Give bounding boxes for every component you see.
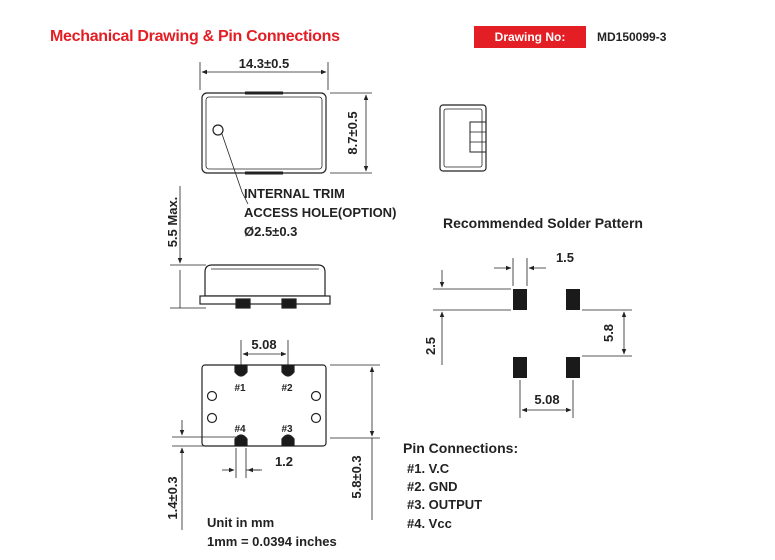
trim-note-line3: Ø2.5±0.3 bbox=[244, 224, 297, 239]
pin-connections-title: Pin Connections: bbox=[403, 440, 518, 456]
solder-pads bbox=[513, 289, 580, 378]
solder-col-pitch-dim: 5.08 bbox=[534, 392, 559, 407]
page-title: Mechanical Drawing & Pin Connections bbox=[50, 28, 340, 45]
pin-label-2: #2 bbox=[281, 383, 293, 394]
units-line2: 1mm = 0.0394 inches bbox=[207, 534, 337, 549]
bottom-view bbox=[172, 340, 380, 530]
bottom-pad-width-dim: 1.2 bbox=[275, 454, 293, 469]
side-height-dim: 5.5 Max. bbox=[165, 197, 180, 248]
pin-label-3: #3 bbox=[281, 424, 293, 435]
top-height-dim: 8.7±0.5 bbox=[345, 111, 360, 154]
solder-pattern-title: Recommended Solder Pattern bbox=[443, 215, 643, 231]
top-width-dim: 14.3±0.5 bbox=[239, 56, 290, 71]
top-view bbox=[199, 62, 372, 205]
pin-connection-item: #3. OUTPUT bbox=[407, 497, 482, 512]
trim-note-line1: INTERNAL TRIM bbox=[244, 186, 345, 201]
bottom-row-span-dim: 5.8±0.3 bbox=[349, 455, 364, 498]
pin-connection-item: #4. Vcc bbox=[407, 516, 452, 531]
side-view bbox=[170, 186, 331, 309]
trim-note-line2: ACCESS HOLE(OPTION) bbox=[244, 205, 396, 220]
solder-pad-height-dim: 2.5 bbox=[423, 337, 438, 355]
end-view bbox=[439, 104, 487, 172]
bottom-pitch-dim: 5.08 bbox=[251, 337, 276, 352]
drawing-number: MD150099-3 bbox=[597, 30, 667, 44]
units-line1: Unit in mm bbox=[207, 515, 274, 530]
pin-label-1: #1 bbox=[234, 383, 246, 394]
pin-connection-item: #2. GND bbox=[407, 479, 458, 494]
bottom-pad-height-dim: 1.4±0.3 bbox=[165, 476, 180, 519]
solder-row-span-dim: 5.8 bbox=[601, 324, 616, 342]
solder-pad-width-dim: 1.5 bbox=[556, 250, 574, 265]
solder-pattern bbox=[433, 258, 632, 418]
pin-label-4: #4 bbox=[234, 424, 246, 435]
drawing-number-label: Drawing No: bbox=[474, 26, 586, 48]
pin-connection-item: #1. V.C bbox=[407, 461, 450, 476]
